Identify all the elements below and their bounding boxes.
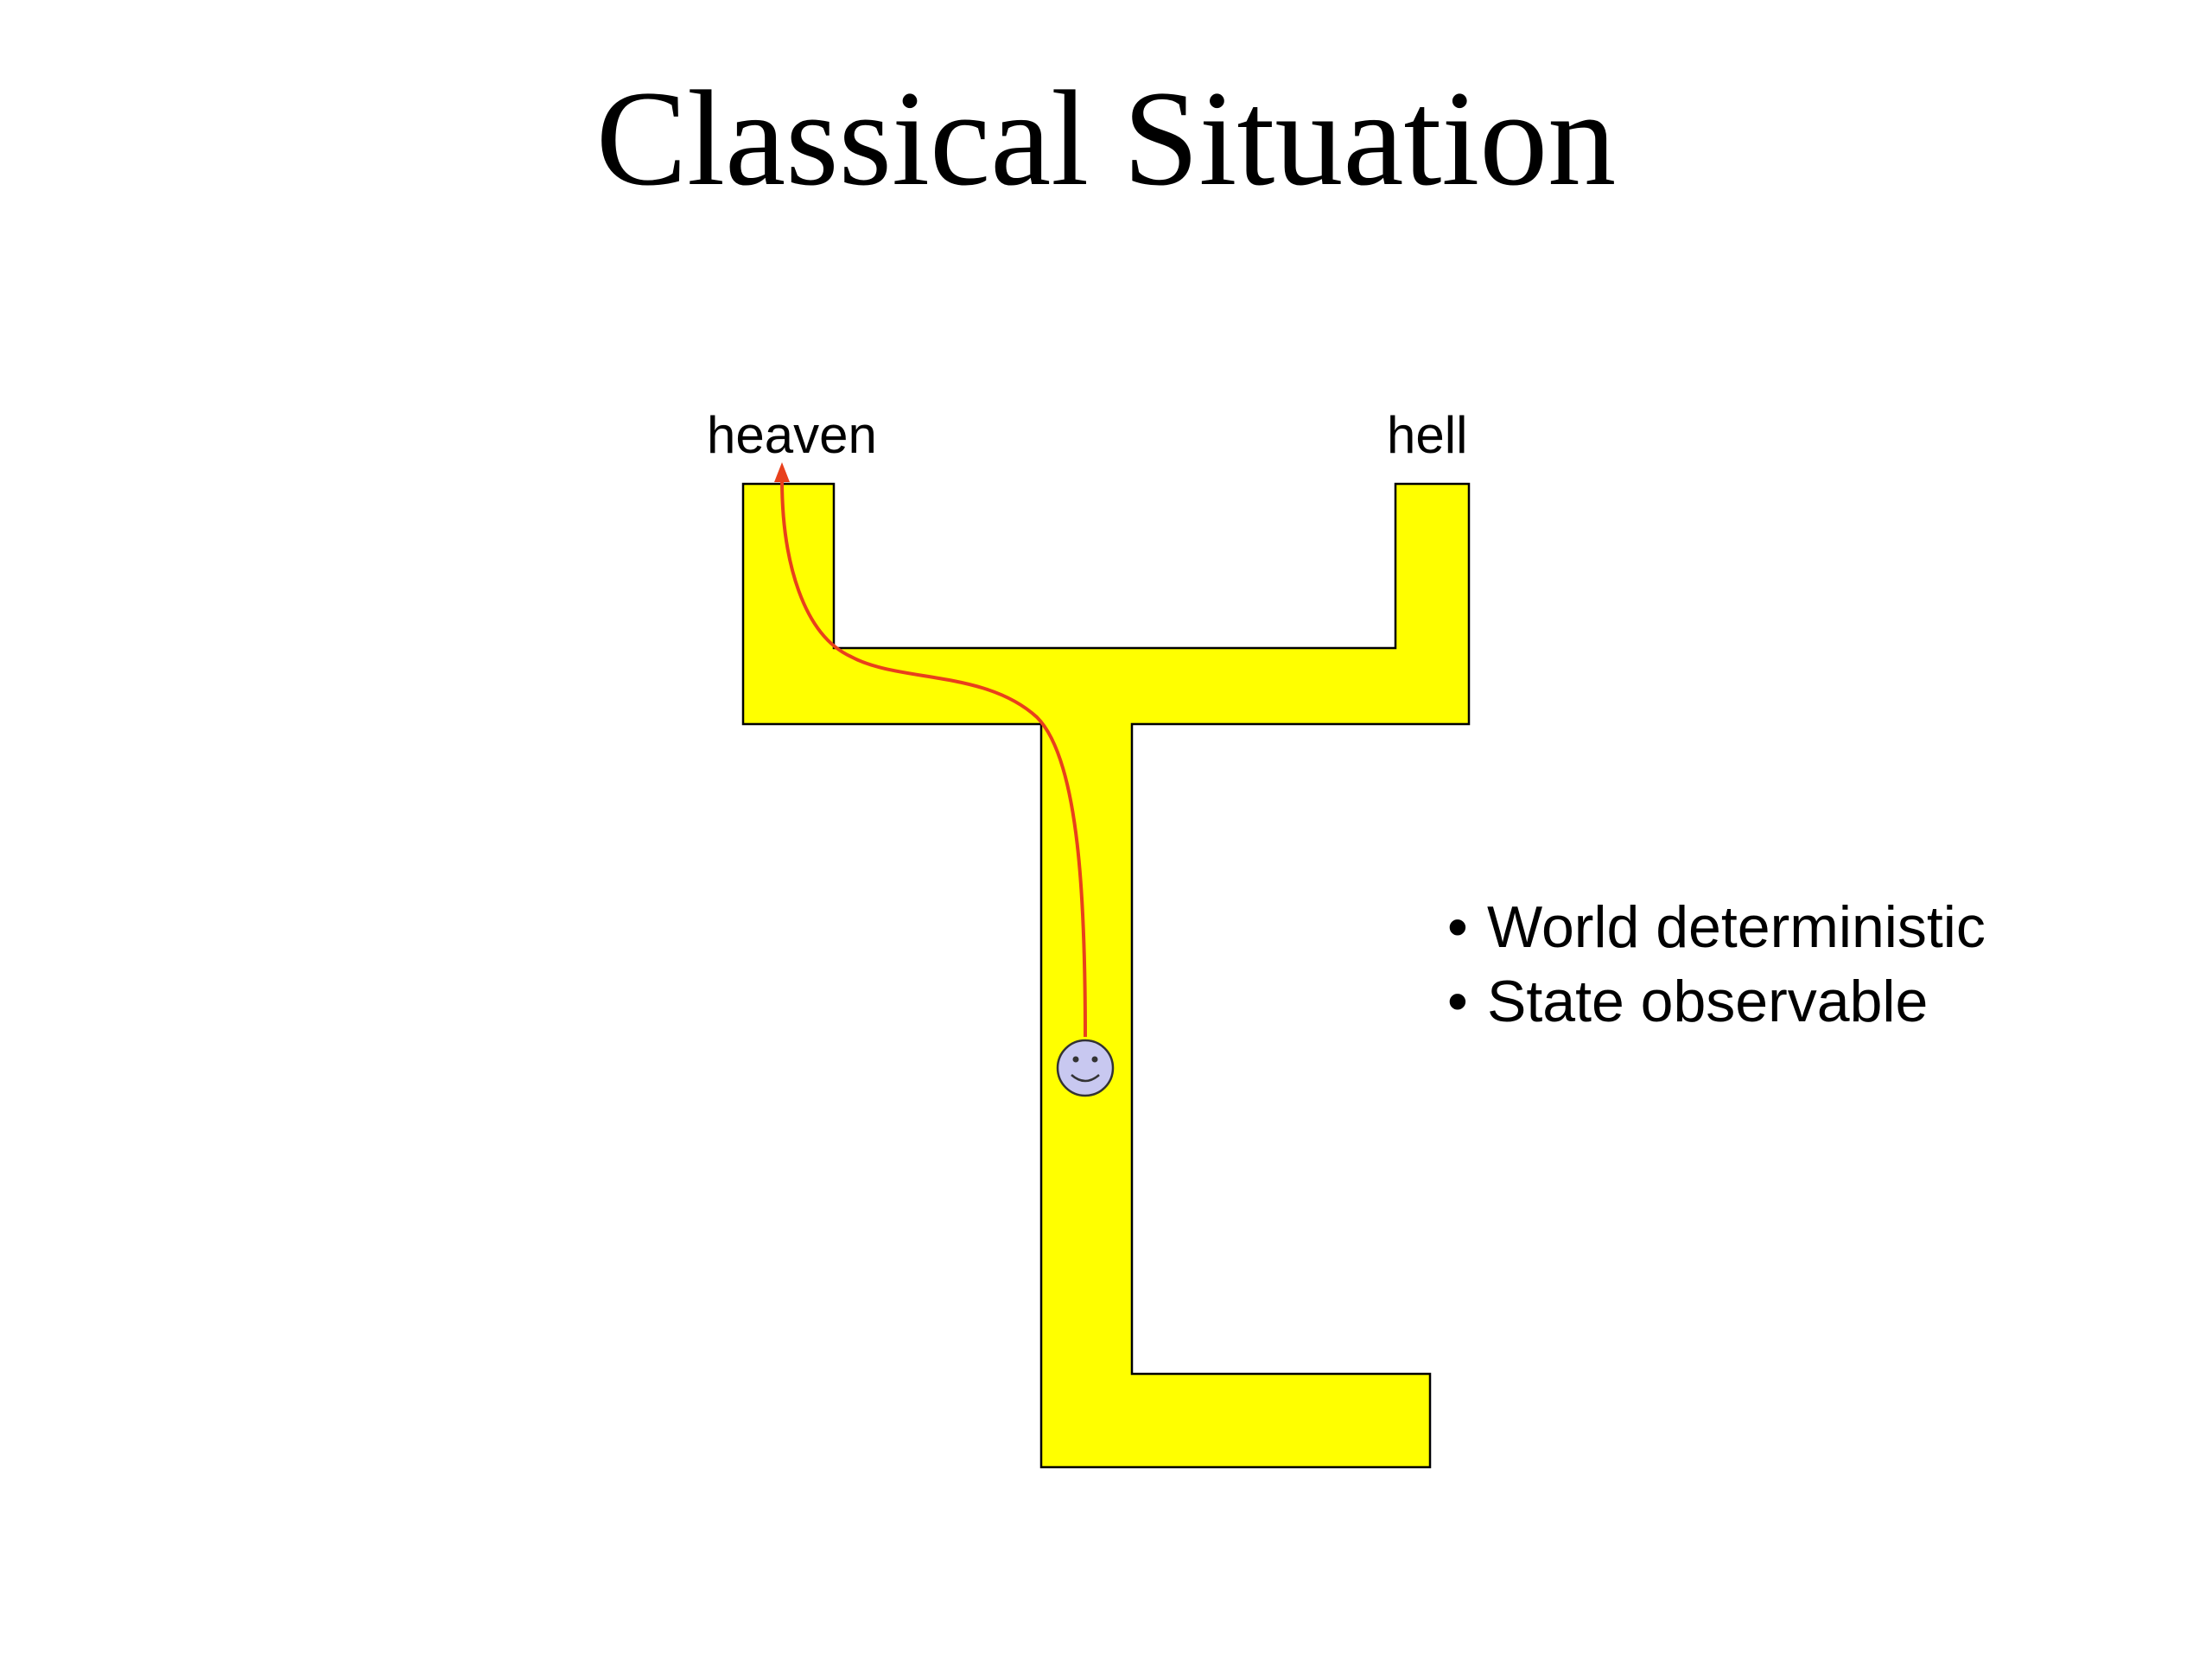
smiley-face-icon [1056, 1039, 1115, 1097]
bullet-dot: • [1447, 969, 1468, 1034]
bullet-text: World deterministic [1487, 894, 1986, 960]
maze-corridor [741, 482, 1471, 1469]
arrow-up-icon [774, 462, 790, 482]
page-title: Classical Situation [595, 63, 1617, 214]
bullet-text: State observable [1487, 969, 1929, 1034]
bullet-item: • State observable [1447, 964, 1986, 1039]
bullet-item: • World deterministic [1447, 890, 1986, 964]
bullet-dot: • [1447, 894, 1468, 960]
bullet-list: • World deterministic • State observable [1447, 890, 1986, 1039]
hell-label: hell [1387, 406, 1468, 464]
agent-path [780, 479, 1087, 1038]
heaven-label: heaven [707, 406, 877, 464]
